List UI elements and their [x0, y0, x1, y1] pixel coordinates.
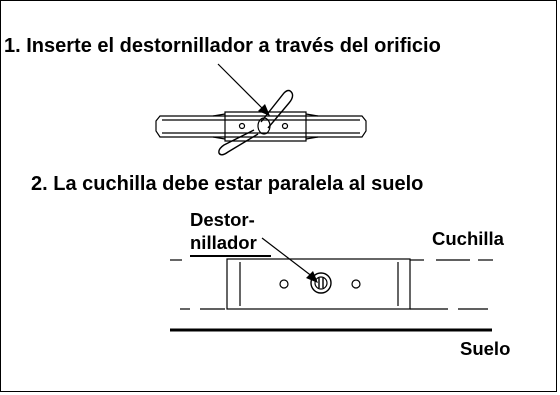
bottom-blade-hub [226, 258, 411, 310]
top-center-hole [257, 117, 271, 135]
bottom-screwdriver-head [310, 272, 332, 294]
floor-label: Suelo [460, 338, 511, 359]
top-hub-step [305, 113, 319, 117]
top-blade-hub [224, 111, 307, 142]
screwdriver-label-line2: nillador [190, 232, 257, 253]
screwdriver-label-line1: Destor- [190, 209, 255, 230]
blade-label: Cuchilla [432, 228, 504, 249]
bottom-figure [170, 237, 493, 332]
top-hub-step [305, 136, 319, 140]
bottom-pointer-line [261, 237, 314, 278]
top-blade-hole [238, 122, 246, 130]
screwdriver-label-underline [190, 255, 271, 257]
bottom-blade-hole [351, 279, 361, 289]
top-screwdriver-tip [218, 129, 259, 156]
top-blade-outline [155, 115, 367, 138]
step1-instruction: 1. Inserte el destornillador a través de… [4, 35, 441, 57]
top-arrow-line [217, 63, 265, 111]
top-screwdriver-shaft [260, 89, 294, 129]
bottom-blade-hole [279, 279, 289, 289]
step2-instruction: 2. La cuchilla debe estar paralela al su… [31, 173, 424, 195]
top-hub-step [212, 113, 226, 117]
top-hub-step [212, 136, 226, 140]
top-arrow-head [258, 104, 270, 116]
bottom-screwdriver-inner [314, 276, 328, 290]
top-blade-hole [281, 122, 289, 130]
bottom-pointer-head [306, 271, 318, 283]
top-figure [155, 63, 367, 156]
